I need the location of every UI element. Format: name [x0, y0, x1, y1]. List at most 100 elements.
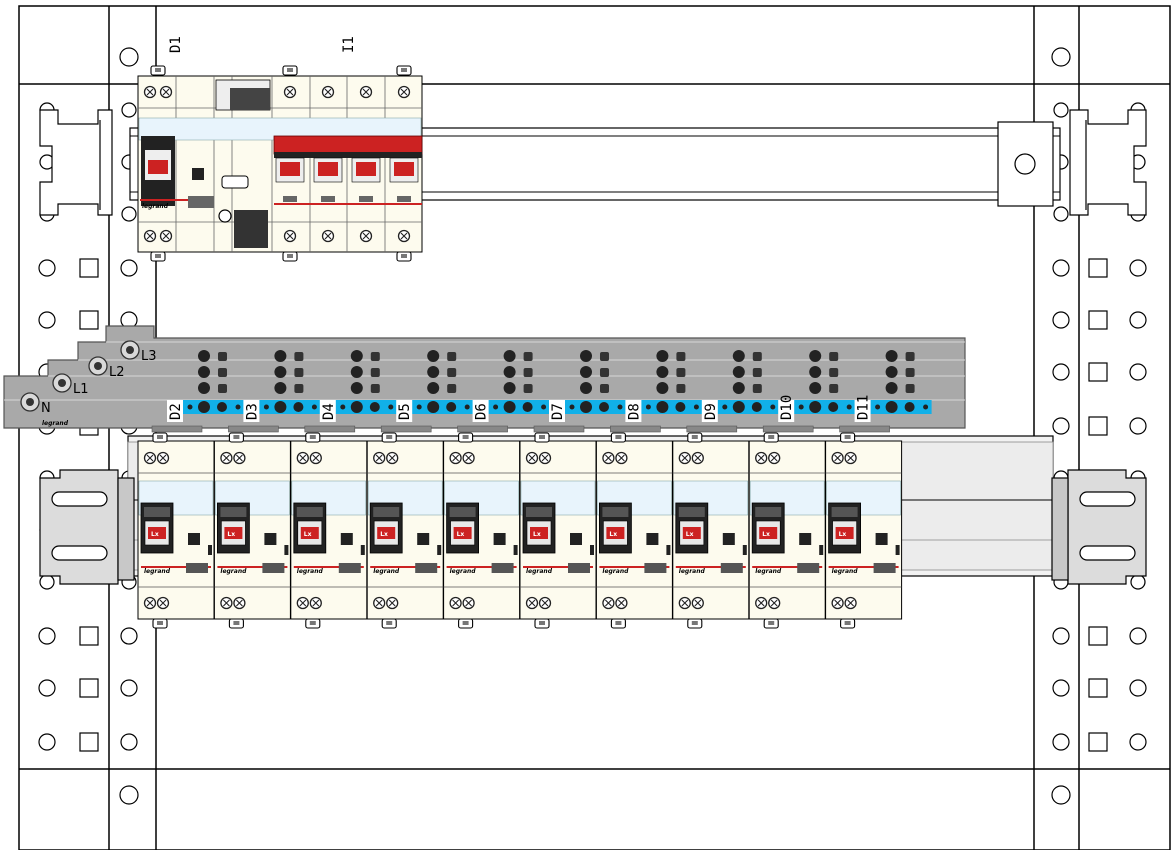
- busbar-pin-square: [294, 384, 304, 393]
- busbar-phase-band: [791, 400, 856, 414]
- label-d2: D2: [168, 403, 184, 420]
- mounting-hole: [1052, 417, 1070, 435]
- mounting-hole: [1052, 259, 1070, 277]
- mounting-hole: [1130, 574, 1146, 590]
- busbar-pin: [427, 366, 440, 378]
- busbar-pin-small: [875, 404, 881, 410]
- busbar-foot: [610, 425, 661, 433]
- device-brand: legrand: [602, 568, 629, 575]
- label-d1: D1: [168, 36, 184, 53]
- mounting-hole: [120, 733, 138, 751]
- busbar-pin-small: [464, 404, 470, 410]
- busbar-pin: [580, 401, 592, 413]
- busbar-pin-small: [569, 404, 575, 410]
- busbar-pin-small: [416, 404, 422, 410]
- lever-red-flag: [148, 527, 166, 539]
- device-brand: legrand: [679, 568, 706, 575]
- busbar-pin: [274, 382, 287, 394]
- busbar-pin-square: [600, 368, 609, 377]
- mounting-slot: [79, 258, 99, 278]
- mounting-hole: [1052, 363, 1070, 381]
- busbar-pin: [656, 401, 669, 413]
- lever-mark: Lx: [609, 531, 617, 538]
- lever-red-flag: [300, 527, 319, 539]
- busbar-pin-small: [693, 404, 699, 410]
- busbar-pin: [522, 402, 533, 412]
- busbar-pin: [274, 401, 287, 413]
- busbar-pin: [503, 401, 516, 413]
- busbar-pin-square: [370, 384, 380, 393]
- mounting-hole: [120, 679, 138, 697]
- busbar-pin-square: [370, 368, 380, 377]
- mounting-slot: [1088, 258, 1108, 278]
- busbar-phase-band: [256, 400, 321, 414]
- device-brand: legrand: [755, 568, 782, 575]
- lever-red-flag: [835, 527, 854, 539]
- busbar-pin-square: [752, 368, 762, 377]
- i1-pole-red: [394, 162, 414, 176]
- label-d6: D6: [474, 403, 490, 420]
- busbar-phase-band: [714, 400, 779, 414]
- busbar-pin-small: [770, 404, 776, 410]
- test-button: [340, 533, 353, 545]
- i1-handle-bar: [273, 135, 423, 155]
- busbar-foot: [380, 425, 432, 433]
- busbar-pin: [656, 350, 669, 362]
- mounting-slot: [1088, 626, 1108, 646]
- mounting-slot: [1088, 678, 1108, 698]
- mounting-hole: [38, 311, 56, 329]
- mounting-hole: [1052, 679, 1070, 697]
- d1-brand: legrand: [142, 203, 169, 210]
- busbar-pin-square: [447, 368, 457, 377]
- busbar-pin-square: [600, 352, 609, 361]
- busbar-pin: [732, 366, 745, 378]
- lever-red-flag: [453, 527, 472, 539]
- mounting-hole: [1129, 733, 1147, 751]
- test-button: [493, 533, 506, 545]
- busbar-pin: [809, 350, 822, 362]
- busbar-pin: [809, 366, 822, 378]
- busbar-pin: [503, 350, 516, 362]
- test-button: [799, 533, 812, 545]
- busbar-pin: [503, 382, 516, 394]
- test-button: [417, 533, 430, 545]
- busbar-pin: [350, 382, 363, 394]
- lever-red-flag: [377, 527, 396, 539]
- busbar-pin-square: [829, 384, 839, 393]
- busbar-pin: [350, 366, 363, 378]
- mounting-hole: [1051, 785, 1071, 805]
- lever-red-flag: [682, 527, 701, 539]
- mounting-hole: [120, 627, 138, 645]
- test-button: [875, 533, 888, 545]
- busbar-pin-square: [523, 384, 533, 393]
- busbar-pin-square: [829, 368, 839, 377]
- lever-mark: Lx: [151, 531, 159, 538]
- mounting-hole: [1129, 679, 1147, 697]
- busbar-foot: [762, 425, 814, 433]
- busbar-pin-square: [829, 352, 839, 361]
- busbar-pin-square: [752, 352, 762, 361]
- busbar-phase-label-n: N: [41, 401, 51, 416]
- mounting-hole: [1053, 206, 1069, 222]
- busbar-pin: [198, 382, 210, 394]
- busbar-pin-small: [645, 404, 651, 410]
- busbar-foot: [151, 425, 203, 433]
- lever-red-flag: [606, 527, 625, 539]
- busbar-phase-band: [180, 400, 244, 414]
- busbar-pin-small: [187, 404, 193, 410]
- busbar-pin-square: [218, 384, 227, 393]
- mounting-hole: [121, 102, 137, 118]
- busbar-pin: [732, 350, 745, 362]
- busbar-pin-small: [340, 404, 346, 410]
- busbar-pin-square: [447, 384, 457, 393]
- test-button: [264, 533, 277, 545]
- label-d7: D7: [550, 403, 566, 420]
- busbar-pin: [274, 350, 287, 362]
- busbar-phase-label-l1: L1: [73, 382, 89, 397]
